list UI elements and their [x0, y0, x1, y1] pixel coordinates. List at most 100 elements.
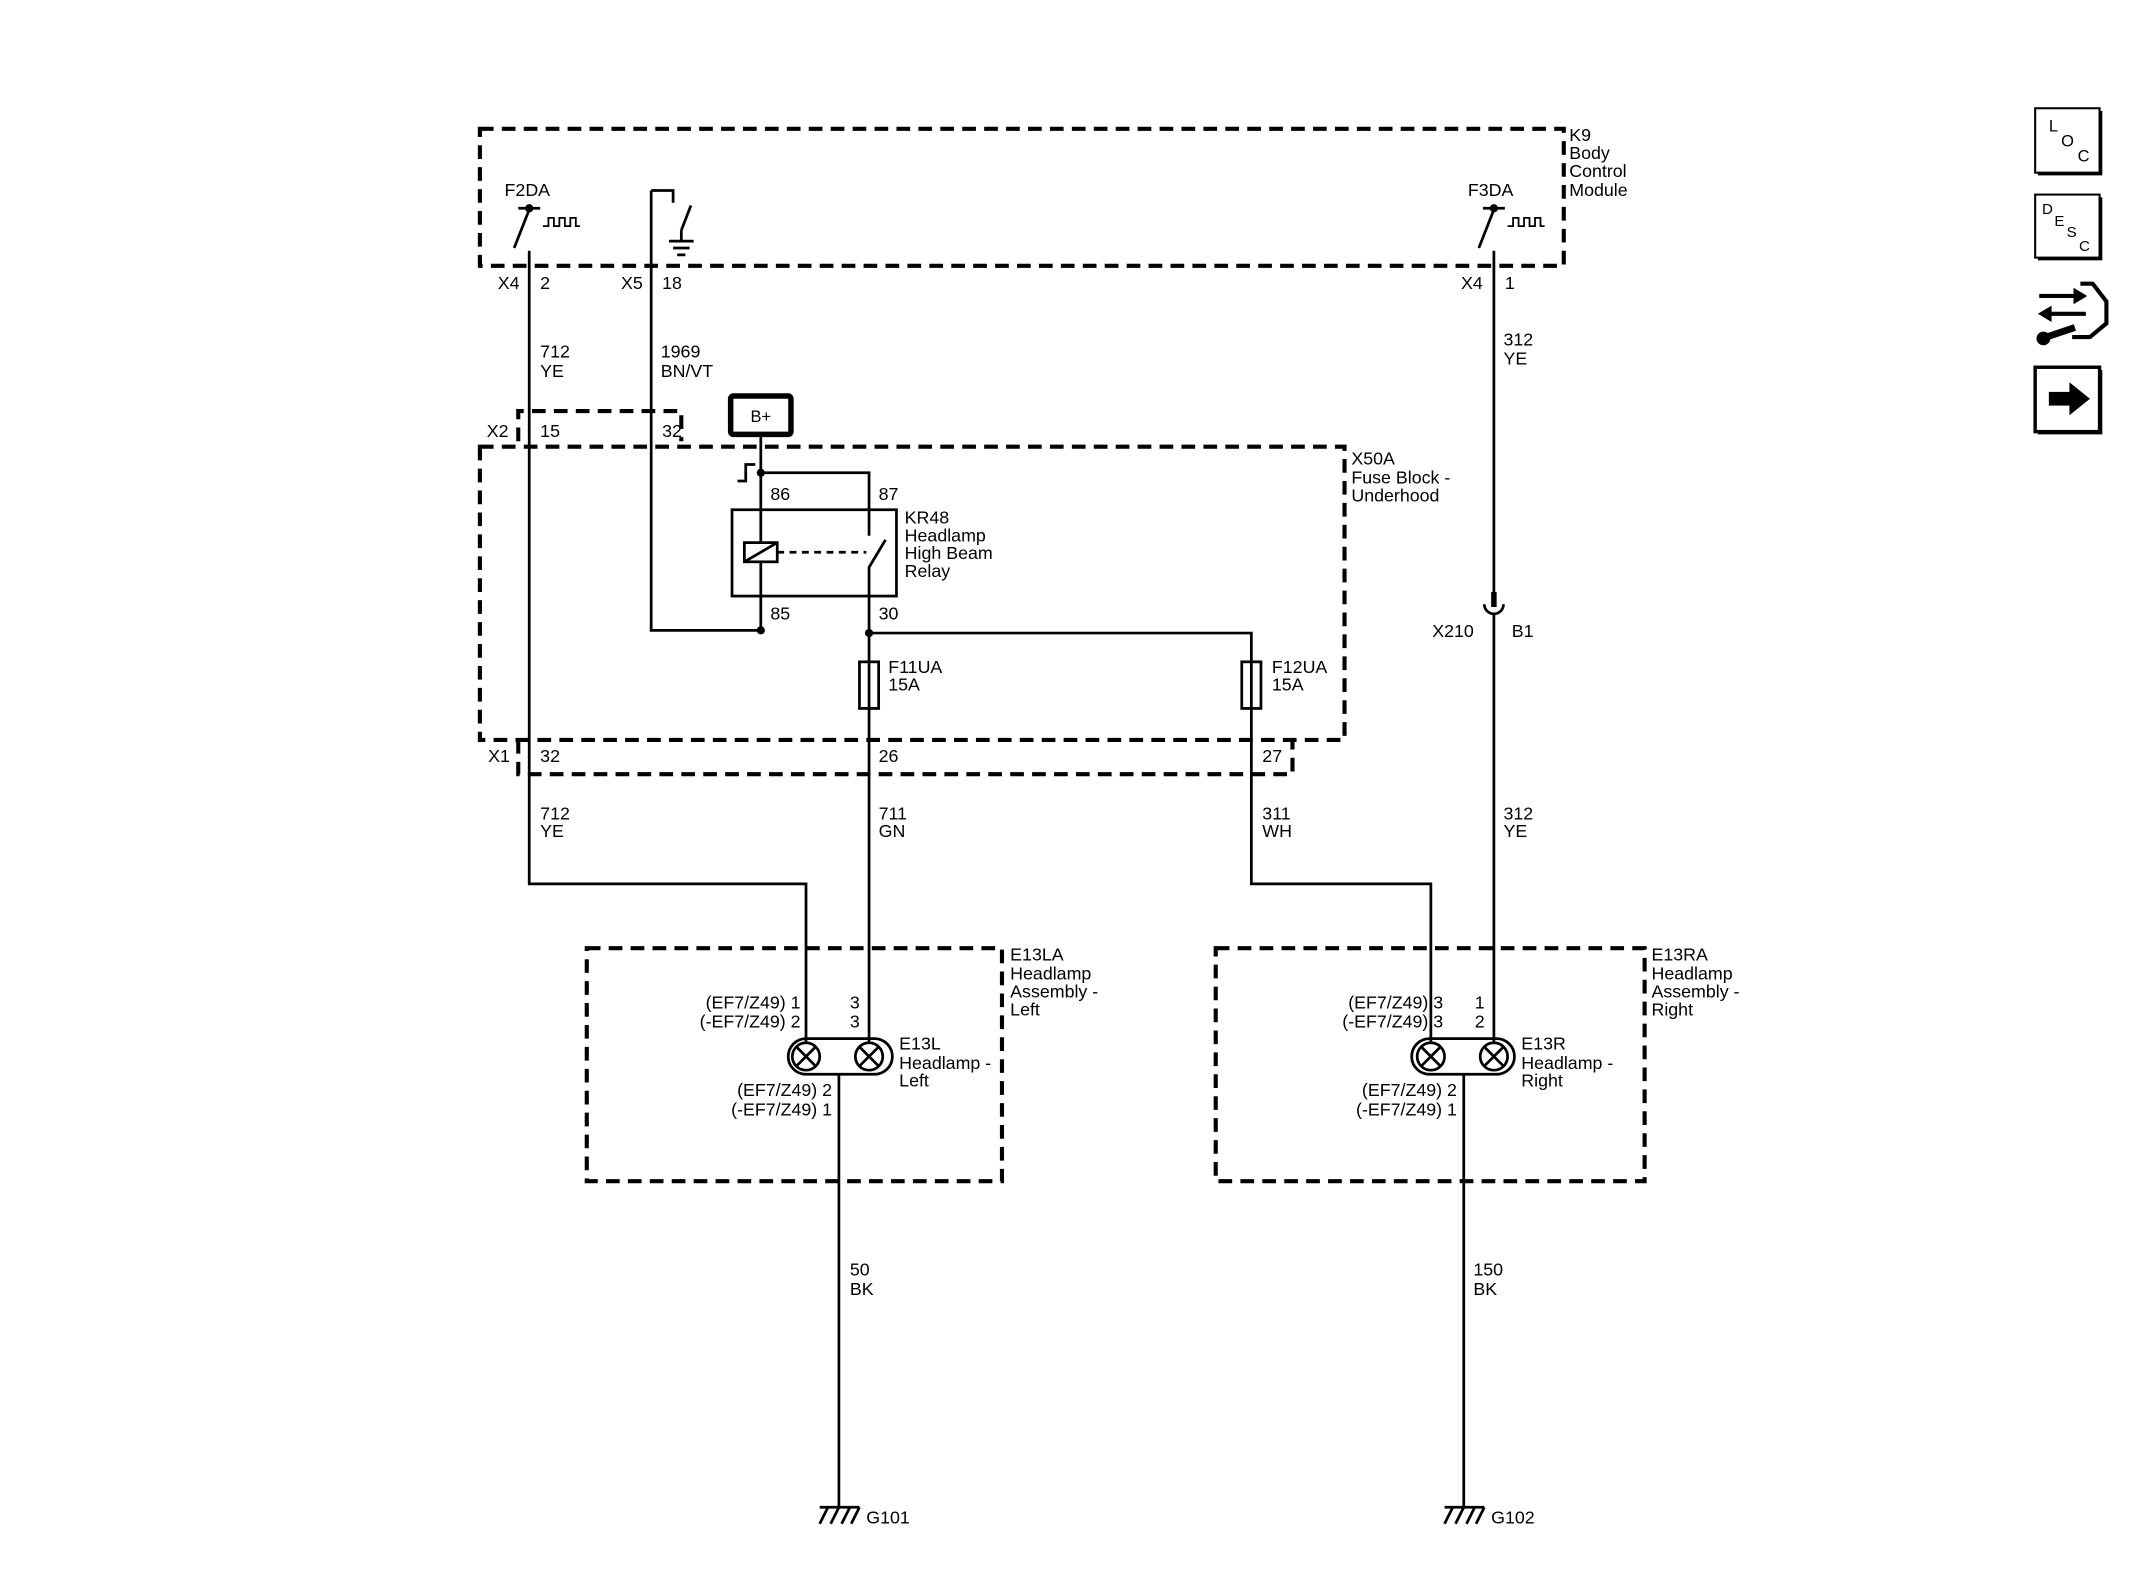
- x50a-label-line: Underhood: [1351, 486, 1439, 506]
- relay-pin-label: 30: [879, 603, 899, 623]
- assembly-label-line: Headlamp: [1010, 964, 1091, 984]
- connector-outline-icon: [2072, 281, 2109, 340]
- wire-color: YE: [1503, 348, 1527, 368]
- ground-label: G102: [1491, 1508, 1535, 1528]
- circuit-number: 712: [540, 342, 570, 362]
- fuse-name: F12UA: [1272, 657, 1328, 677]
- relay-switch-blade: [867, 539, 887, 597]
- loc-letter: C: [2078, 148, 2090, 166]
- wire-color: WH: [1262, 821, 1292, 841]
- bulb-outline: [1410, 1037, 1516, 1076]
- pin-label: 3: [850, 993, 860, 1013]
- x210-inline-connector: X210 B1: [1432, 591, 1534, 641]
- x2-connector-outline: [516, 409, 684, 442]
- headlamp-bulb-icon: [786, 1037, 894, 1076]
- assembly-outline: [1213, 946, 1647, 1184]
- connector-repair-icon[interactable]: [2036, 281, 2109, 346]
- pin-label: 32: [662, 421, 682, 441]
- loc-button[interactable]: L O C: [2034, 107, 2103, 176]
- filament-cross: [1483, 1045, 1505, 1068]
- lamp-label-line: Headlamp -: [1521, 1053, 1613, 1073]
- relay-coil-diagonal: [743, 541, 778, 563]
- connector-label: X4: [498, 273, 520, 293]
- pin-label: 18: [662, 273, 682, 293]
- pin-label: (-EF7/Z49) 1: [731, 1099, 832, 1119]
- circuit-number: 50: [850, 1260, 870, 1280]
- relay-pin-label: 87: [879, 484, 899, 504]
- x5-switch-contact: [651, 189, 675, 203]
- pin-label: (-EF7/Z49) 3: [1342, 1012, 1443, 1032]
- filament-icon: [853, 1041, 885, 1072]
- fuse-rating: 15A: [1272, 675, 1304, 695]
- arrow-right-icon-shaft: [2048, 391, 2071, 406]
- x1-connector: X1 32 26 27: [488, 739, 1295, 777]
- pin-label: 1: [1505, 273, 1515, 293]
- x50a-label-line: Fuse Block -: [1351, 468, 1450, 488]
- wire-color: BN/VT: [661, 361, 714, 381]
- assembly-label-line: Headlamp: [1651, 964, 1732, 984]
- arrow-left-head: [2037, 305, 2052, 323]
- wire-712: [527, 250, 808, 1042]
- lamp-label-id: E13L: [899, 1034, 941, 1054]
- lamp-label-id: E13R: [1521, 1034, 1566, 1054]
- lamp-label-line: Right: [1521, 1071, 1563, 1091]
- next-button[interactable]: [2033, 365, 2103, 435]
- connector-label: X5: [621, 273, 643, 293]
- pin-label: 2: [540, 273, 550, 293]
- filament-cross: [795, 1045, 817, 1068]
- bulb-outline: [786, 1037, 894, 1076]
- filament-cross: [1420, 1045, 1442, 1068]
- k9-label-line: Control: [1569, 161, 1626, 181]
- wire-color: YE: [540, 361, 564, 381]
- assembly-label-line: Right: [1651, 999, 1693, 1019]
- junction-dot: [756, 626, 765, 635]
- k9-label-line: Module: [1569, 180, 1627, 200]
- assembly-label-line: Assembly -: [1010, 982, 1098, 1002]
- circuit-number: 712: [540, 803, 570, 823]
- circuit-number: 711: [879, 803, 907, 823]
- button-face: [2034, 107, 2101, 174]
- x50a-outline: [477, 444, 1347, 743]
- f3da-label: F3DA: [1468, 180, 1514, 200]
- relay-label-id: KR48: [905, 507, 950, 527]
- x5-switch-to-ground: [651, 189, 694, 257]
- headlamp-bulb-icon: [1410, 1037, 1516, 1076]
- wire-color: YE: [1503, 821, 1527, 841]
- assembly-outline: [584, 946, 1005, 1184]
- f2da-high-side-driver: F2DA: [505, 180, 580, 249]
- wire-color: YE: [540, 821, 564, 841]
- relay-label-line: Headlamp: [905, 525, 986, 545]
- fuse-name: F11UA: [888, 657, 942, 677]
- wire-1969: [649, 190, 761, 632]
- relay-outline: [730, 508, 898, 598]
- assembly-label-id: E13RA: [1651, 945, 1708, 965]
- pin-label: (EF7/Z49) 3: [1348, 993, 1443, 1013]
- e13la-headlamp-assembly-left: E13LA Headlamp Assembly - Left (EF7/Z49)…: [584, 945, 1098, 1184]
- battery-label: B+: [751, 408, 772, 426]
- wrench-icon: [2045, 324, 2076, 341]
- loc-letter: L: [2049, 118, 2058, 136]
- k9-body-control-module: K9 Body Control Module F2DA F3DA X4 2 X5…: [477, 125, 1628, 293]
- pin-label: (EF7/Z49) 2: [1362, 1080, 1457, 1100]
- pwm-waveform-icon: [1507, 216, 1545, 227]
- f3da-high-side-driver: F3DA: [1468, 180, 1545, 249]
- connector-socket-icon: [1482, 604, 1505, 616]
- pin-label: (EF7/Z49) 2: [737, 1080, 832, 1100]
- pin-label: 15: [540, 421, 560, 441]
- filament-icon: [1478, 1041, 1509, 1072]
- x50a-fuse-block: X50A Fuse Block - Underhood 86 87 85 30 …: [477, 444, 1450, 743]
- button-face: [2034, 193, 2101, 259]
- x5-switch-blade: [680, 205, 693, 231]
- junction-dot: [864, 628, 874, 638]
- fuse-icon: [858, 660, 881, 710]
- desc-button[interactable]: D E S C: [2034, 193, 2103, 261]
- wire-311: [869, 631, 1433, 1042]
- junction-dot: [756, 468, 765, 477]
- kr48-headlamp-high-beam-relay: 86 87 85 30 KR48 Headlamp High Beam Rela…: [730, 468, 993, 638]
- k9-label-id: K9: [1569, 125, 1591, 145]
- filament-icon: [790, 1041, 822, 1072]
- loc-letter: O: [2061, 133, 2074, 151]
- x1-connector-outline: [516, 739, 1295, 777]
- relay-pin-label: 85: [770, 603, 790, 623]
